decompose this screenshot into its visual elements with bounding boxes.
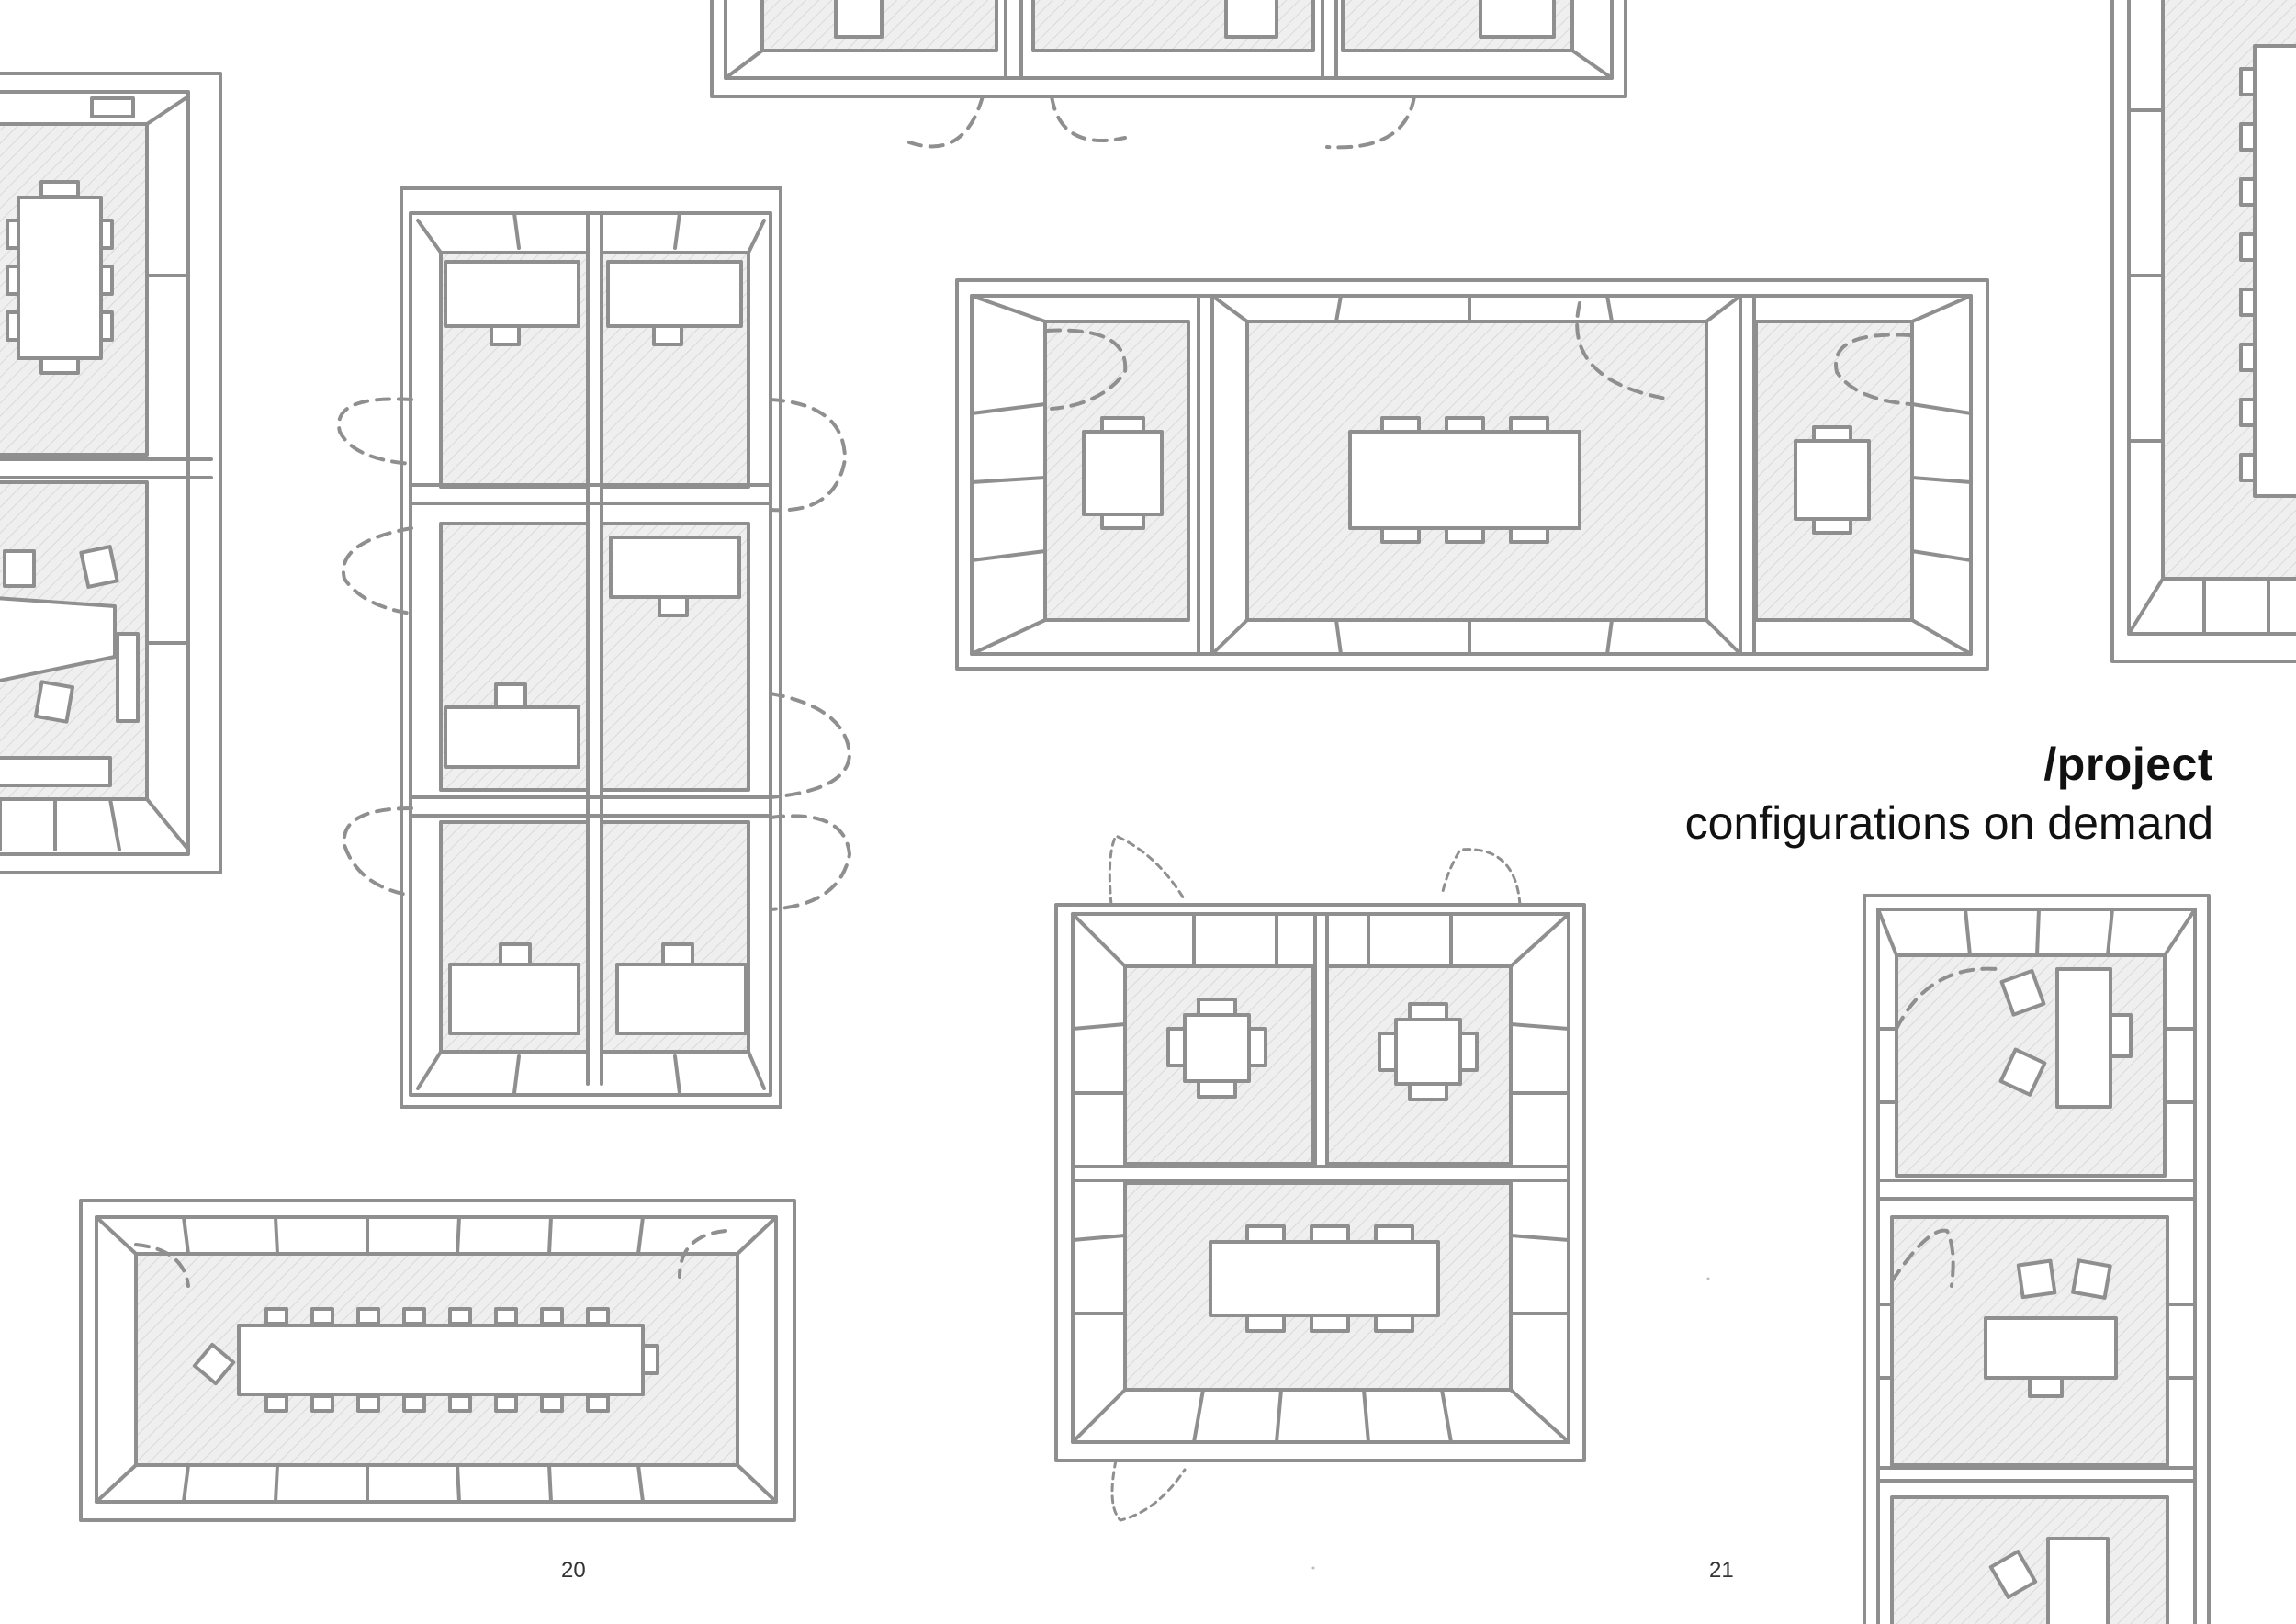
plan-right-edge-room xyxy=(2110,0,2296,663)
plan-boardroom xyxy=(79,1199,796,1522)
plan-top-center-rooms xyxy=(710,0,1627,150)
section-heading: /project xyxy=(2043,739,2213,790)
page-number-right: 21 xyxy=(1709,1558,1734,1583)
plan-top-left-two-rooms xyxy=(0,72,222,874)
plan-three-meeting-rooms xyxy=(955,278,1989,671)
plan-right-stacked-rooms xyxy=(1863,894,2211,1624)
spread-title-block: /project configurations on demand xyxy=(1685,735,2213,852)
plan-two-small-one-large-rooms xyxy=(1054,834,1586,1522)
plan-six-office-rooms xyxy=(337,186,851,1109)
page-number-left: 20 xyxy=(561,1558,586,1583)
section-subheading: configurations on demand xyxy=(1684,797,2213,849)
